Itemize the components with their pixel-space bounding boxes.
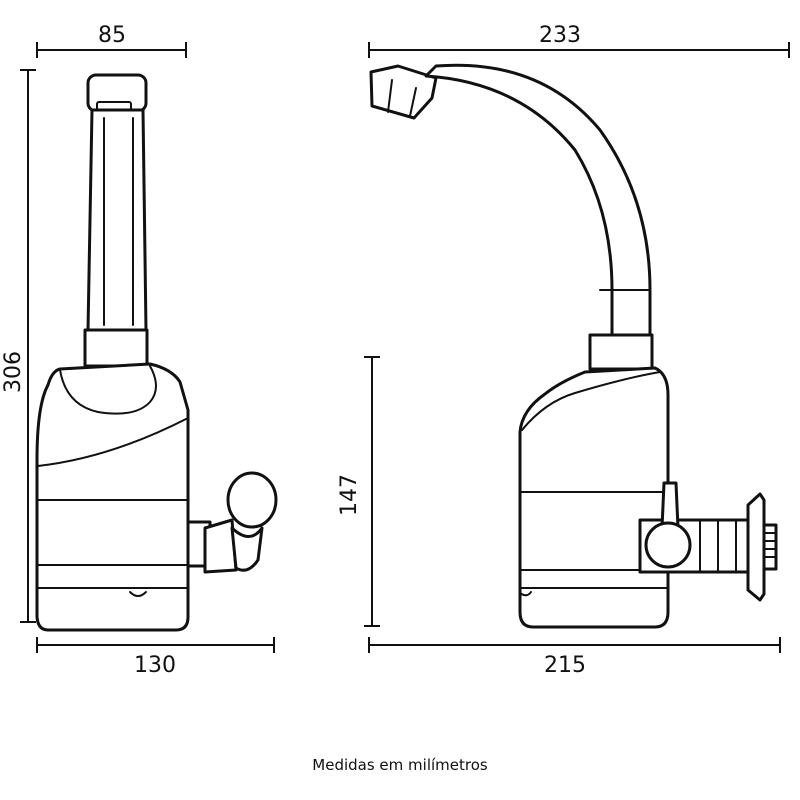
dimension-label-147: 147 bbox=[337, 474, 362, 516]
dimension-front-top-width: 85 bbox=[36, 23, 187, 58]
caption: Medidas em milímetros bbox=[312, 756, 488, 774]
side-spout bbox=[369, 63, 654, 371]
dimension-side-top-width: 233 bbox=[368, 23, 790, 58]
side-body bbox=[518, 366, 670, 629]
dimension-label-233: 233 bbox=[539, 23, 581, 48]
front-view bbox=[35, 73, 278, 632]
dimension-label-306: 306 bbox=[1, 351, 26, 393]
front-body bbox=[35, 362, 190, 632]
side-valve bbox=[638, 481, 778, 602]
dimension-side-base-width: 215 bbox=[368, 637, 781, 678]
dimension-front-height: 306 bbox=[1, 69, 36, 623]
side-view bbox=[369, 63, 778, 629]
dimension-label-130: 130 bbox=[134, 653, 176, 678]
dimension-side-body-height: 147 bbox=[337, 356, 380, 627]
dimension-label-215: 215 bbox=[544, 653, 586, 678]
dimension-label-85: 85 bbox=[98, 23, 126, 48]
dimension-front-base-width: 130 bbox=[36, 637, 275, 678]
front-spout bbox=[83, 73, 149, 368]
front-handle bbox=[186, 471, 278, 574]
